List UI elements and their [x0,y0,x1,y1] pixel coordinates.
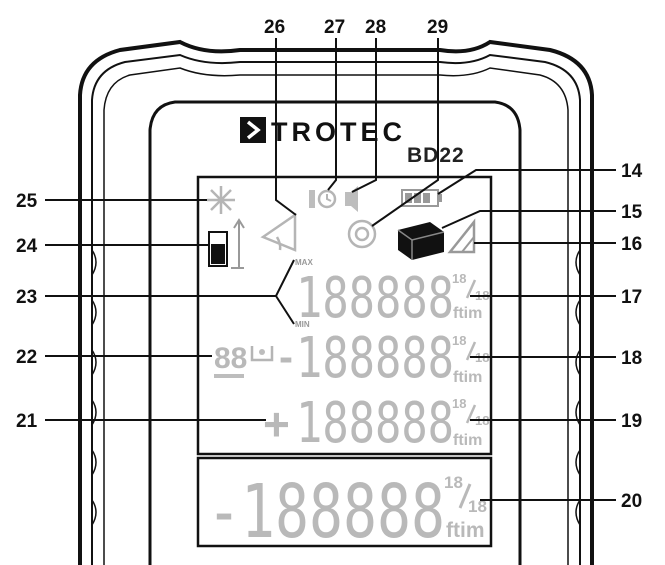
max-label: MAX [295,258,313,267]
display-row-3-digits: 188888 [296,391,454,456]
callout-21: 21 [16,411,38,432]
callout-15: 15 [621,202,643,223]
display-row-3-unit: 18 18 ftim [452,396,489,449]
display-row-3-plus: + [263,398,290,450]
brand-name: TROTEC [271,117,406,147]
callout-25: 25 [16,191,38,212]
display-row-2-unit: 18 18 ftim [452,333,489,386]
volume-cube-icon [397,222,445,260]
svg-text:18: 18 [468,497,487,516]
single-point-counter: 88 [214,342,247,375]
leader-lines [45,38,616,501]
battery-icon [401,189,442,207]
angle-measurement-icon [260,212,297,252]
callout-24: 24 [16,236,38,257]
area-icon [447,218,476,254]
lcd-main-frame [196,456,493,548]
svg-text:18: 18 [444,473,463,492]
callout-28: 28 [365,17,386,38]
callout-22: 22 [16,347,37,368]
callout-14: 14 [621,161,643,182]
logo-mark-icon [240,117,266,143]
display-row-1-digits: 188888 [296,266,454,331]
svg-text:ftim: ftim [453,369,482,386]
callout-18: 18 [621,348,642,369]
display-row-2-minus: - [279,333,293,380]
display-row-2-digits: 188888 [296,326,454,391]
device-housing [78,39,594,565]
mute-icon [345,186,358,212]
callout-19: 19 [621,411,642,432]
callout-16: 16 [621,234,642,255]
svg-text:18: 18 [452,333,466,348]
callout-27: 27 [324,17,345,38]
callout-26: 26 [264,17,285,38]
timer-icon [309,189,337,209]
svg-text:ftim: ftim [453,432,482,449]
laser-icon [207,186,235,214]
display-main-digits: -188888 [207,469,445,555]
callout-29: 29 [427,17,448,38]
model-name: BD22 [407,144,465,167]
callout-20: 20 [621,491,642,512]
svg-text:18: 18 [452,396,466,411]
lcd-upper-frame [196,175,493,456]
display-main-unit: 18 18 ftim [444,473,487,542]
callout-23: 23 [16,287,37,308]
side-icon [250,346,274,362]
continuous-measurement-icon [347,219,377,249]
svg-text:18: 18 [452,271,466,286]
reference-point-icon [208,218,245,269]
svg-text:ftim: ftim [446,519,485,542]
callout-17: 17 [621,287,642,308]
svg-text:ftim: ftim [453,305,482,322]
brand-logo: TROTEC BD22 [240,117,465,167]
min-label: MIN [295,320,310,329]
